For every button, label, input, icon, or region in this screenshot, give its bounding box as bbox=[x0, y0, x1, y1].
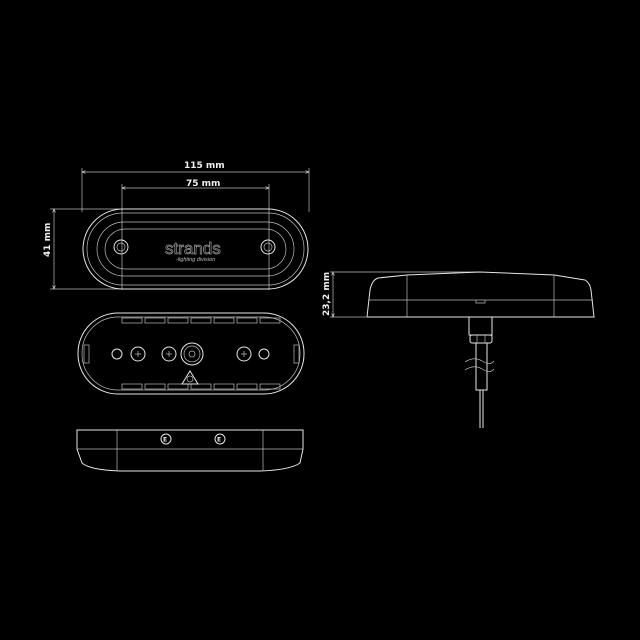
e-mark-text: E bbox=[163, 437, 167, 444]
mounting-hole-right bbox=[260, 239, 276, 255]
light-segment bbox=[121, 383, 143, 390]
top-view: 115 mm 75 mm 41 mm strands -lighting div… bbox=[43, 161, 309, 290]
dimension-label-23-2: 23,2 mm bbox=[322, 272, 332, 316]
hole-left bbox=[111, 348, 123, 360]
logo-tagline: -lighting division bbox=[176, 257, 215, 263]
light-segment bbox=[190, 383, 212, 390]
profile-view: 23,2 mm bbox=[322, 272, 595, 428]
rcm-mark-icon bbox=[181, 370, 199, 385]
light-segment bbox=[213, 383, 235, 390]
dimension-label-115: 115 mm bbox=[184, 161, 225, 171]
lens-outline bbox=[96, 221, 295, 277]
light-segment bbox=[213, 317, 235, 324]
light-segments bbox=[83, 317, 300, 390]
screw-1 bbox=[130, 346, 146, 362]
light-segment bbox=[167, 383, 189, 390]
light-segment bbox=[190, 317, 212, 324]
light-segment bbox=[144, 383, 166, 390]
light-segment bbox=[121, 317, 143, 324]
dimension-label-41: 41 mm bbox=[43, 223, 53, 257]
light-segment bbox=[144, 317, 166, 324]
e-mark-text: E bbox=[217, 437, 221, 444]
light-segment bbox=[236, 383, 258, 390]
screw-2 bbox=[161, 346, 177, 362]
light-segment bbox=[83, 344, 90, 364]
cable bbox=[464, 343, 495, 428]
e-mark-1: E bbox=[160, 433, 172, 445]
light-segment bbox=[293, 344, 300, 364]
dimension-115mm: 115 mm bbox=[82, 161, 309, 212]
light-segment bbox=[259, 383, 281, 390]
light-segment bbox=[259, 317, 281, 324]
hole-right bbox=[258, 348, 270, 360]
mounting-hole-left bbox=[113, 239, 129, 255]
dimension-label-75: 75 mm bbox=[186, 179, 220, 189]
side-view: E E bbox=[76, 429, 304, 472]
screw-3 bbox=[236, 346, 252, 362]
light-segment bbox=[236, 317, 258, 324]
dimension-41mm: 41 mm bbox=[43, 209, 120, 289]
cable-gland bbox=[180, 342, 204, 366]
e-mark-2: E bbox=[214, 433, 226, 445]
dimension-23-2mm: 23,2 mm bbox=[322, 272, 480, 317]
logo-text: strands bbox=[165, 239, 221, 258]
light-segment bbox=[167, 317, 189, 324]
dimension-75mm: 75 mm bbox=[122, 179, 269, 290]
brand-logo: strands -lighting division bbox=[165, 239, 221, 263]
bottom-view bbox=[77, 312, 305, 395]
housing-outline bbox=[82, 208, 309, 290]
cable-gland-side bbox=[468, 316, 493, 344]
